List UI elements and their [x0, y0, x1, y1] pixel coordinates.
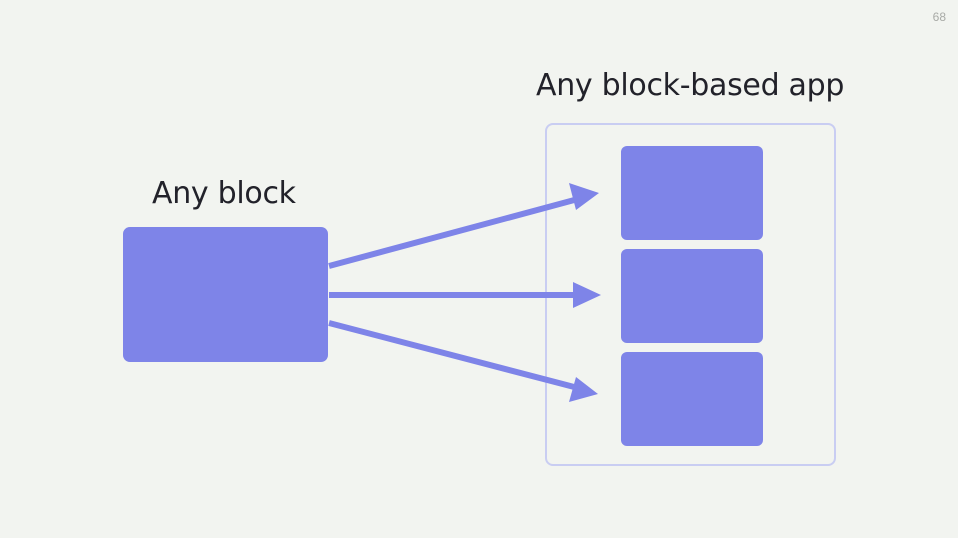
source-label: Any block	[152, 176, 296, 211]
app-block	[621, 352, 763, 446]
app-block	[621, 146, 763, 240]
arrow-to-bottom-block	[328, 320, 579, 391]
arrowhead-middle	[573, 282, 601, 308]
source-block	[123, 227, 328, 362]
arrowhead-bottom	[569, 377, 598, 402]
app-block	[621, 249, 763, 343]
app-label: Any block-based app	[536, 68, 845, 103]
arrowhead-top	[569, 183, 599, 210]
arrow-to-top-block	[328, 196, 579, 269]
page-number: 68	[932, 10, 946, 24]
